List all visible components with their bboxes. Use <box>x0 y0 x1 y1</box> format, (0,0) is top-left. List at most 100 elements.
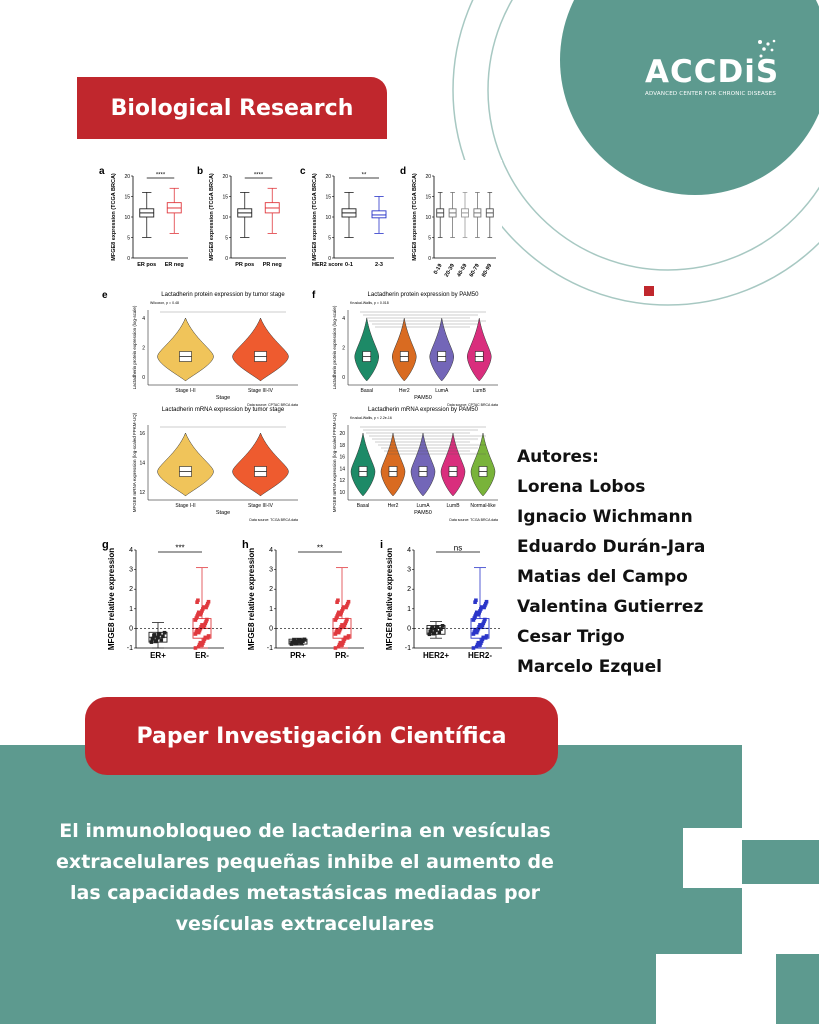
author-name: Eduardo Durán-Jara <box>517 537 706 557</box>
data-point <box>340 609 344 613</box>
y-tick-label: 5 <box>225 236 228 242</box>
authors-heading: Autores: <box>517 447 599 467</box>
data-point <box>198 612 203 617</box>
data-point <box>479 639 484 644</box>
chart-title: Lactadherin protein expression by tumor … <box>161 292 285 298</box>
y-tick-label: 2 <box>269 586 273 593</box>
y-tick-label: 4 <box>142 316 145 322</box>
author-name: Marcelo Ezquel <box>517 657 662 677</box>
data-point <box>431 631 436 636</box>
data-point <box>437 630 442 635</box>
data-point <box>302 637 307 642</box>
author-name: Cesar Trigo <box>517 627 625 647</box>
data-point <box>201 625 206 630</box>
y-tick-label: 2 <box>129 586 133 593</box>
data-point <box>483 603 487 608</box>
data-point <box>475 642 480 647</box>
data-point <box>427 632 432 637</box>
x-tick-label: LumB <box>446 503 460 509</box>
y-tick-label: 15 <box>124 195 130 201</box>
data-point <box>478 623 482 627</box>
author-name: Matias del Campo <box>517 567 688 587</box>
author-name: Lorena Lobos <box>517 477 646 497</box>
y-tick-label: 4 <box>342 316 345 322</box>
data-point <box>474 630 479 635</box>
y-axis-label: Lactadherin protein expression (log-scal… <box>332 305 337 389</box>
y-tick-label: 3 <box>407 567 411 574</box>
y-tick-label: 10 <box>222 215 228 221</box>
brand-tagline: ADVANCED CENTER FOR CHRONIC DISEASES <box>645 91 777 97</box>
data-point <box>195 628 199 632</box>
data-point <box>341 625 346 630</box>
data-point <box>338 626 343 631</box>
violin-shape <box>157 317 214 382</box>
data-point <box>341 607 345 611</box>
y-tick-label: 20 <box>339 431 345 437</box>
x-axis-label: PAM50 <box>414 395 432 401</box>
data-point <box>336 630 341 635</box>
data-point <box>193 632 198 636</box>
y-tick-label: 1 <box>129 606 133 613</box>
data-point <box>479 605 484 609</box>
data-point <box>159 638 164 642</box>
violin-shape <box>429 317 455 382</box>
chart-title: Lactadherin mRNA expression by PAM50 <box>368 407 479 413</box>
y-tick-label: 0 <box>407 625 411 632</box>
data-point <box>333 646 338 650</box>
data-point <box>336 610 341 615</box>
data-point <box>336 598 340 603</box>
data-point <box>196 610 201 615</box>
data-point <box>201 639 206 644</box>
data-point <box>476 640 481 645</box>
y-tick-label: 20 <box>222 174 228 180</box>
x-tick-label: Her2 <box>388 503 399 509</box>
violin-shape <box>350 432 376 497</box>
data-point <box>204 605 208 610</box>
data-point <box>196 630 201 635</box>
x-tick-label: 20-39 <box>444 263 456 278</box>
data-point <box>477 611 481 615</box>
y-tick-label: 12 <box>339 478 345 484</box>
data-point <box>343 621 348 626</box>
significance-label: *** <box>175 544 184 553</box>
chart-title: Lactadherin mRNA expression by tumor sta… <box>162 407 285 413</box>
white-tile-2 <box>742 884 819 954</box>
x-tick-label: LumB <box>473 388 487 394</box>
data-point <box>483 617 487 622</box>
panel-letter: f <box>312 290 316 301</box>
data-point <box>342 623 347 628</box>
y-tick-label: 10 <box>325 215 331 221</box>
data-point <box>345 601 350 606</box>
data-point <box>477 624 481 629</box>
data-point <box>201 641 205 645</box>
significance-label: ** <box>362 173 367 179</box>
data-point <box>157 632 161 636</box>
data-point <box>346 634 351 638</box>
author-name: Valentina Gutierrez <box>517 597 704 617</box>
data-source: Data source: CPTAC BRCA data <box>447 403 498 407</box>
violin-shape <box>157 432 214 497</box>
data-point <box>338 640 343 645</box>
x-tick-label: LumA <box>435 388 449 394</box>
data-point <box>483 636 488 640</box>
data-point <box>193 646 198 650</box>
x-tick-label: Stage III-IV <box>248 388 274 394</box>
x-tick-label: PR+ <box>290 651 306 660</box>
data-point <box>340 623 344 627</box>
brand-logo: ACCDiS ADVANCED CENTER FOR CHRONIC DISEA… <box>645 54 795 97</box>
data-point <box>476 626 481 631</box>
logo-dots-icon <box>758 39 776 58</box>
data-point <box>335 628 339 632</box>
data-point <box>343 635 348 640</box>
data-point <box>472 630 477 634</box>
data-point <box>481 621 486 626</box>
data-point <box>152 633 156 638</box>
paper-summary: El inmunobloqueo de lactaderina en vesíc… <box>0 816 610 940</box>
data-point <box>440 624 445 628</box>
significance-label: **** <box>156 173 166 179</box>
y-tick-label: 14 <box>339 466 345 472</box>
y-axis-label: MFGE8 relative expression <box>385 548 394 650</box>
data-point <box>201 605 206 609</box>
y-axis-label: MFGE8 expression (TCGA BRCA) <box>209 173 215 261</box>
y-tick-label: 4 <box>129 547 133 554</box>
